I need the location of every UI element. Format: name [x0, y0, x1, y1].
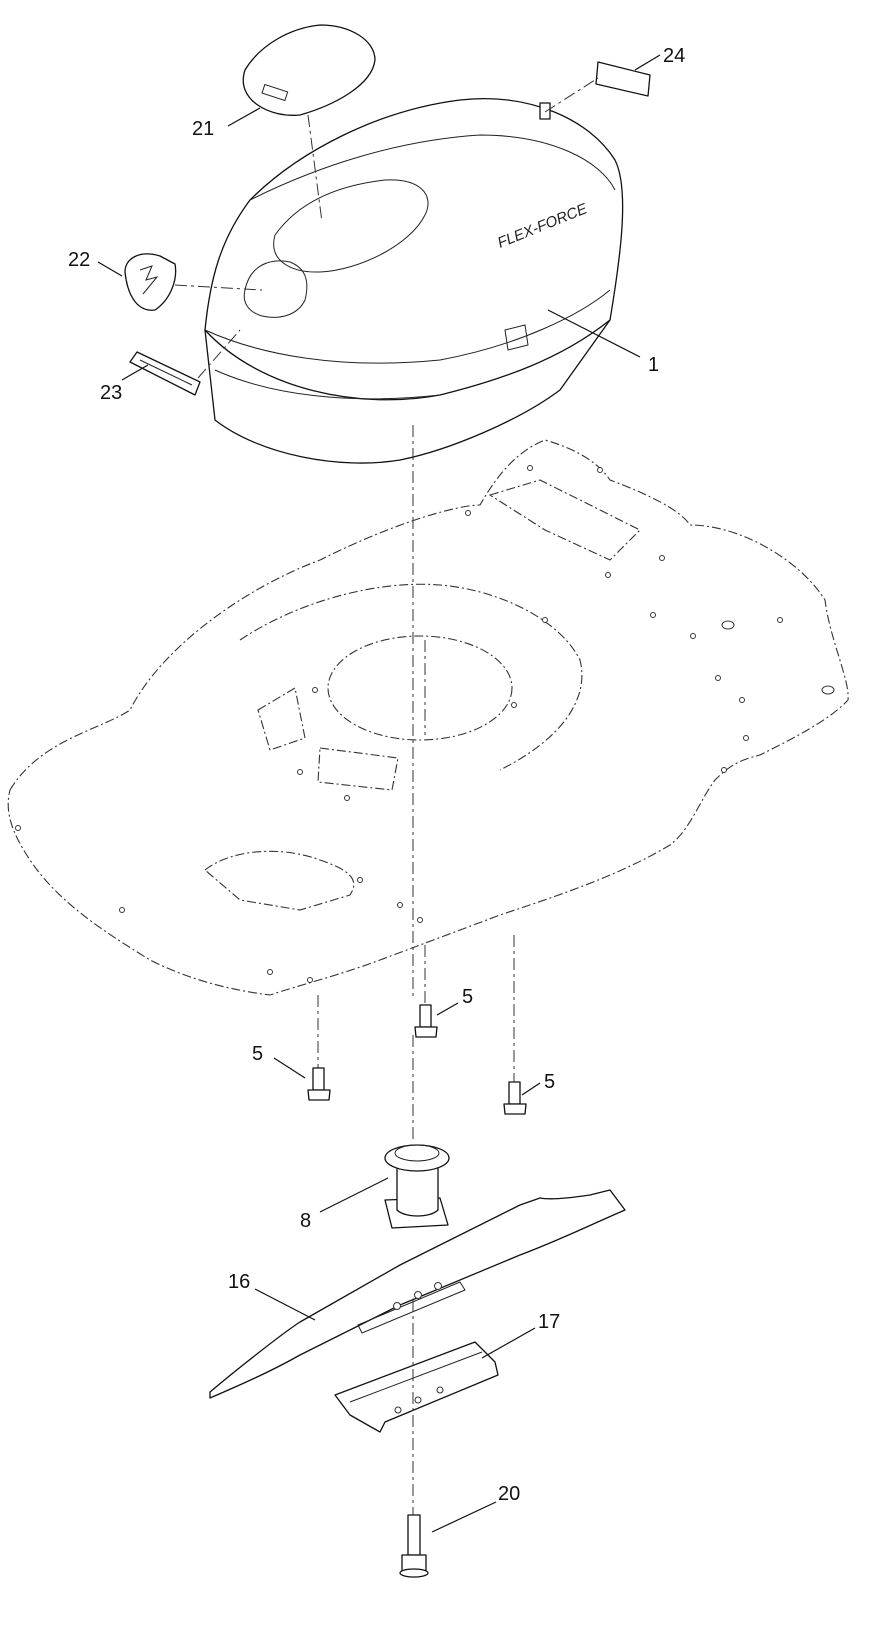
callout-label-16: 16 — [228, 1271, 250, 1293]
callout-17: 17 — [481, 1311, 560, 1359]
decal-top — [242, 24, 376, 116]
callout-label-1: 1 — [648, 354, 659, 376]
blade-adapter — [384, 1035, 450, 1229]
callout-21: 21 — [192, 107, 261, 140]
bolt-right — [503, 935, 527, 1115]
callout-label-21: 21 — [192, 118, 214, 140]
callout-5-center: 5 — [436, 986, 473, 1016]
callout-8: 8 — [300, 1177, 389, 1232]
callout-label-20: 20 — [498, 1483, 520, 1505]
motor-cover: FLEX-FORCE — [204, 98, 624, 464]
bolt-left — [307, 995, 331, 1101]
callout-label-24: 24 — [663, 45, 685, 67]
mower-deck-outline — [7, 439, 849, 996]
callout-label-17: 17 — [538, 1311, 560, 1333]
mower-blade — [209, 1189, 626, 1399]
decal-brushless — [129, 351, 201, 396]
decal-rear — [595, 61, 651, 97]
callout-label-22: 22 — [68, 249, 90, 271]
callout-label-5-center: 5 — [462, 986, 473, 1008]
blade-bolt — [399, 1300, 429, 1578]
callout-20: 20 — [431, 1483, 520, 1533]
callout-label-8: 8 — [300, 1210, 311, 1232]
blade-baffle — [334, 1341, 499, 1433]
callout-23: 23 — [100, 364, 149, 404]
callout-1: 1 — [547, 309, 659, 376]
callout-label-5-left: 5 — [252, 1043, 263, 1065]
callout-label-23: 23 — [100, 382, 122, 404]
callout-5-right: 5 — [521, 1071, 555, 1096]
callout-label-5-right: 5 — [544, 1071, 555, 1093]
callout-16: 16 — [228, 1271, 316, 1321]
bolt-center — [414, 945, 438, 1038]
callout-24: 24 — [634, 45, 685, 71]
callout-22: 22 — [68, 249, 123, 277]
decal-front — [124, 253, 177, 311]
callout-5-left: 5 — [252, 1043, 306, 1079]
